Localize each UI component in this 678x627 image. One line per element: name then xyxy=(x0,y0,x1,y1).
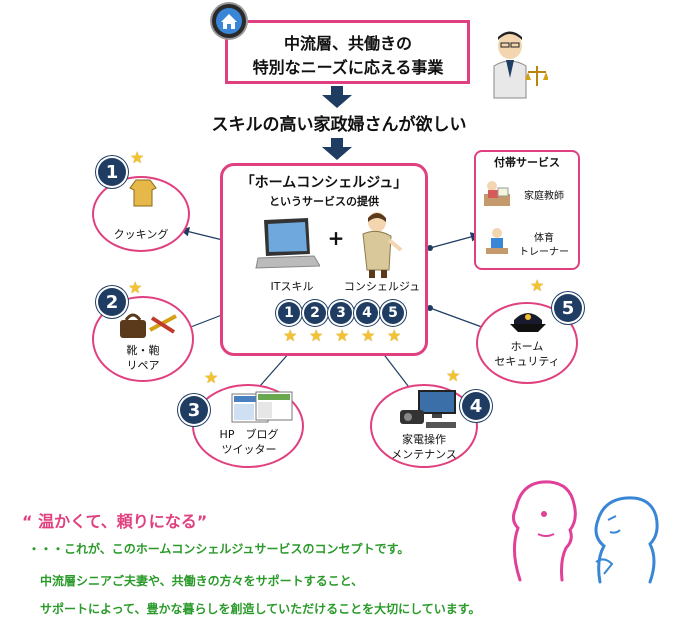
connector-extras xyxy=(429,232,481,249)
center-badge-5: 5 xyxy=(382,302,404,324)
header-box xyxy=(225,20,470,84)
header-line1: 中流層、共働きの xyxy=(283,34,412,53)
service-badge-2: 2 xyxy=(98,288,126,316)
extras-item-trainer-2: トレーナー xyxy=(519,247,569,258)
concept-line3: サポートによって、豊かな暮らしを創造していただけることを大切にしています。 xyxy=(40,602,481,616)
service-label-repair-1: 靴・鞄 xyxy=(126,344,160,357)
center-star-4: ★ xyxy=(361,326,376,345)
service-badge-3: 3 xyxy=(180,396,208,424)
service-label-repair-2: リペア xyxy=(126,359,160,372)
down-arrow-2 xyxy=(322,138,352,160)
center-title: 「ホームコンシェルジュ」 xyxy=(240,175,408,191)
tutor-icon xyxy=(482,178,512,208)
service-star-4: ★ xyxy=(446,366,461,385)
service-star-1: ★ xyxy=(130,148,145,167)
center-star-5: ★ xyxy=(387,326,402,345)
it-skill-label: ITスキル xyxy=(270,280,314,293)
security-cap-icon xyxy=(508,306,548,334)
extras-title: 付帯サービス xyxy=(494,156,560,169)
concept-line2: 中流層シニアご夫妻や、共働きの方々をサポートすること、 xyxy=(40,574,364,588)
service-star-3: ★ xyxy=(204,368,219,387)
center-subtitle: というサービスの提供 xyxy=(269,195,379,208)
service-label-cooking: クッキング xyxy=(113,228,169,241)
extras-item-trainer-1: 体育 xyxy=(534,233,554,244)
center-star-1: ★ xyxy=(283,326,298,345)
service-badge-4: 4 xyxy=(462,392,490,420)
concierge-label: コンシェルジュ xyxy=(343,280,421,293)
concierge-icon xyxy=(355,210,405,280)
center-badge-4: 4 xyxy=(356,302,378,324)
subheading: スキルの高い家政婦さんが欲しい xyxy=(211,115,467,135)
service-star-2: ★ xyxy=(128,278,143,297)
appliance-icon xyxy=(396,388,460,432)
center-badge-2: 2 xyxy=(304,302,326,324)
down-arrow-1 xyxy=(322,86,352,108)
service-label-security-2: セキュリティ xyxy=(494,355,560,368)
concept-line1: ・・・これが、このホームコンシェルジュサービスのコンセプトです。 xyxy=(28,542,410,556)
center-star-3: ★ xyxy=(335,326,350,345)
concept-slogan: “ 温かくて、頼りになる” xyxy=(22,512,208,531)
center-star-2: ★ xyxy=(309,326,324,345)
website-screens-icon xyxy=(230,390,294,426)
businessman-scale-icon xyxy=(488,28,549,103)
chef-jacket-icon xyxy=(128,178,158,208)
service-label-security-1: ホーム xyxy=(510,340,544,353)
trainer-icon xyxy=(482,226,512,256)
laptop-icon xyxy=(254,216,321,272)
service-label-web-2: ツイッター xyxy=(221,443,277,456)
center-badge-1: 1 xyxy=(278,302,300,324)
home-icon xyxy=(212,4,246,38)
bag-tools-icon xyxy=(118,310,180,340)
service-label-appliance-1: 家電操作 xyxy=(402,433,446,446)
service-badge-5: 5 xyxy=(554,294,582,322)
service-label-web-1: HP ブログ xyxy=(219,428,279,441)
two-faces-illustration xyxy=(500,470,670,590)
plus-sign: + xyxy=(327,226,345,250)
service-star-5: ★ xyxy=(530,276,545,295)
service-badge-1: 1 xyxy=(98,158,126,186)
extras-item-tutor: 家庭教師 xyxy=(524,191,564,202)
center-badge-3: 3 xyxy=(330,302,352,324)
service-label-appliance-2: メンテナンス xyxy=(391,448,457,461)
header-line2: 特別なニーズに応える事業 xyxy=(252,58,444,77)
